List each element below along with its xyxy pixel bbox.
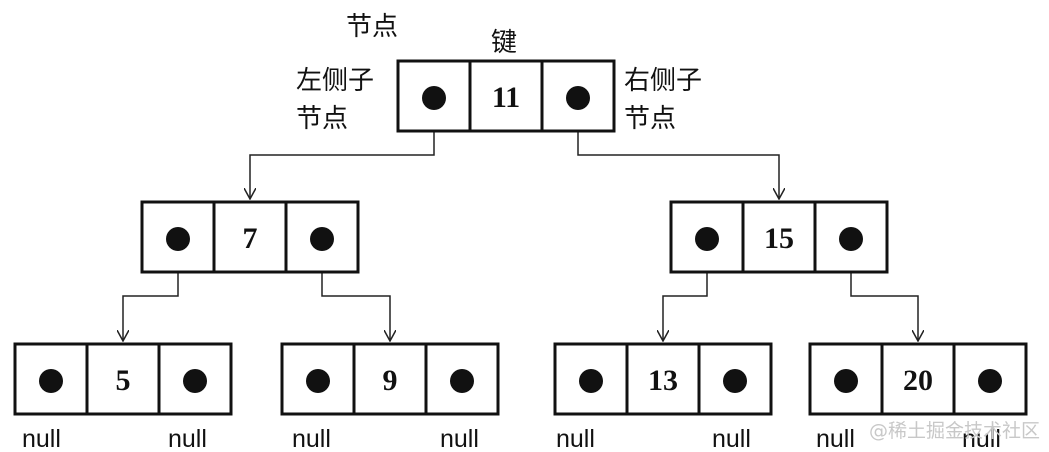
node-key: 15: [764, 222, 794, 255]
label-right-child-line1: 右侧子: [624, 66, 702, 96]
null-label-5-left: null: [22, 425, 61, 452]
tree-node-15: 15: [669, 200, 889, 274]
null-label-20-left: null: [816, 425, 855, 452]
right-pointer-dot: [723, 369, 747, 393]
right-pointer-dot: [978, 369, 1002, 393]
tree-node-13: 13: [553, 342, 773, 416]
node-key: 7: [243, 222, 258, 255]
left-pointer-dot: [579, 369, 603, 393]
watermark: @稀土掘金技术社区: [869, 420, 1040, 442]
right-pointer-dot: [839, 227, 863, 251]
right-pointer-dot: [566, 86, 590, 110]
tree-node-9: 9: [280, 342, 500, 416]
tree-nodes: 11 7 15 5 9 13 20: [13, 59, 1028, 416]
right-pointer-dot: [310, 227, 334, 251]
left-pointer-dot: [695, 227, 719, 251]
null-label-13-left: null: [556, 425, 595, 452]
null-label-9-right: null: [440, 425, 479, 452]
null-labels: null null null null null null null null: [22, 425, 1001, 452]
null-label-9-left: null: [292, 425, 331, 452]
label-right-child-line2: 节点: [624, 104, 676, 134]
null-label-20-right: null: [962, 425, 1001, 452]
tree-node-11: 11: [396, 59, 616, 133]
tree-node-20: 20: [808, 342, 1028, 416]
left-pointer-dot: [834, 369, 858, 393]
node-key: 20: [903, 364, 933, 397]
null-label-13-right: null: [712, 425, 751, 452]
left-pointer-dot: [422, 86, 446, 110]
label-left-child-line2: 节点: [296, 104, 348, 134]
tree-node-7: 7: [140, 200, 360, 274]
left-pointer-dot: [39, 369, 63, 393]
null-label-5-right: null: [168, 425, 207, 452]
left-pointer-dot: [306, 369, 330, 393]
label-node: 节点: [346, 12, 398, 42]
node-key: 13: [648, 364, 678, 397]
left-pointer-dot: [166, 227, 190, 251]
tree-node-5: 5: [13, 342, 233, 416]
right-pointer-dot: [183, 369, 207, 393]
node-key: 9: [383, 364, 398, 397]
right-pointer-dot: [450, 369, 474, 393]
label-left-child-line1: 左侧子: [296, 66, 374, 96]
node-key: 5: [116, 364, 131, 397]
node-key: 11: [492, 81, 520, 114]
label-key: 键: [491, 28, 517, 58]
